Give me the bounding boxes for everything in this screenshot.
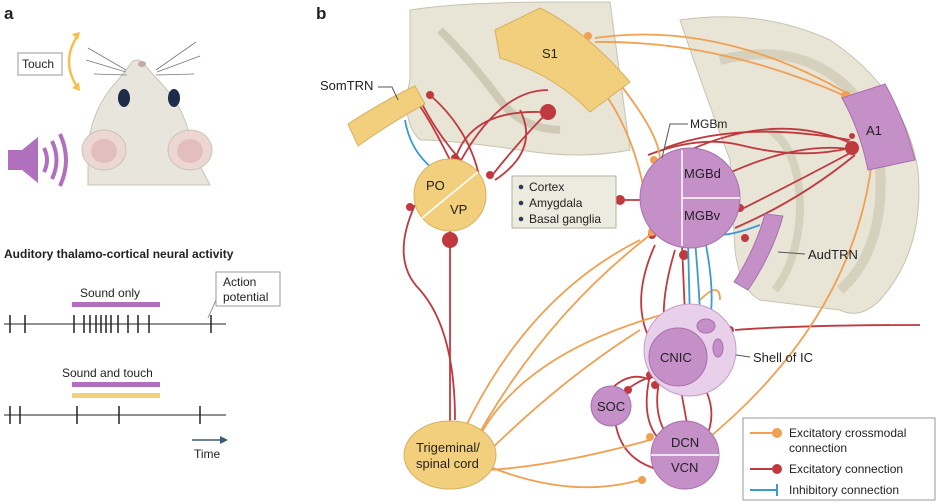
- left-brain-fold: [437, 27, 561, 134]
- sound-bar: [72, 382, 160, 387]
- trigeminal-line2: spinal cord: [416, 456, 479, 471]
- s1-label: S1: [542, 46, 558, 61]
- time-arrow-head: [220, 436, 228, 444]
- somtrn-pointer: [378, 86, 399, 101]
- po-vp-node: [413, 158, 487, 232]
- vp-label: VP: [450, 202, 467, 217]
- shell-ic-label: Shell of IC: [753, 350, 813, 365]
- legend-inhibitory-label: Inhibitory connection: [789, 483, 899, 497]
- mgbm-label: MGBm: [690, 117, 727, 131]
- audtrn-node: [733, 213, 784, 291]
- target-bullet-2: [518, 200, 524, 206]
- shell-ic-pointer: [735, 354, 751, 358]
- panel-a-label: a: [4, 4, 14, 23]
- mouse-head-illustration: [81, 41, 213, 186]
- legend-excitatory-dot: [772, 464, 782, 474]
- sound-only-bar: [72, 302, 160, 307]
- raster-sound-and-touch: [4, 406, 226, 424]
- ic-node: [643, 303, 737, 397]
- action-potential-line1: Action: [223, 275, 256, 289]
- sound-and-touch-label: Sound and touch: [62, 366, 153, 380]
- target-cortex: Cortex: [529, 180, 564, 194]
- po-label: PO: [426, 178, 445, 193]
- action-potential-box: [215, 271, 281, 307]
- a1-node: [841, 83, 916, 171]
- right-brain-fold-2: [767, 126, 805, 293]
- touch-label: Touch: [22, 57, 54, 71]
- mgbd-label: MGBd: [684, 166, 721, 181]
- legend-excitatory-label: Excitatory connection: [789, 462, 903, 476]
- mgb-node: [639, 147, 741, 249]
- audtrn-label: AudTRN: [808, 247, 858, 262]
- dcn-label: DCN: [671, 435, 699, 450]
- somtrn-label: SomTRN: [320, 78, 373, 93]
- touch-arrow-head-top: [72, 32, 80, 40]
- audtrn-pointer: [777, 251, 806, 255]
- right-brain-section: [679, 16, 920, 314]
- crossmodal-connections: [454, 33, 876, 489]
- cn-node: [650, 420, 720, 490]
- soc-label: SOC: [597, 399, 625, 414]
- trigeminal-node: [403, 420, 497, 490]
- vcn-label: VCN: [671, 460, 698, 475]
- target-bullet-3: [518, 216, 524, 222]
- targets-box: [511, 175, 617, 229]
- action-potential-line2: potential: [223, 290, 268, 304]
- target-basal-ganglia: Basal ganglia: [529, 212, 601, 226]
- touch-arrow: [67, 34, 80, 89]
- panel-b-label: b: [316, 4, 326, 23]
- a1-label: A1: [866, 123, 882, 138]
- s1-node: [494, 7, 631, 113]
- panel-a-title: Auditory thalamo-cortical neural activit…: [4, 247, 234, 261]
- target-bullet-1: [518, 184, 524, 190]
- time-label: Time: [194, 447, 221, 461]
- cnic-label: CNIC: [660, 350, 692, 365]
- mgbm-pointer: [661, 123, 688, 159]
- mgbv-label: MGBv: [684, 208, 721, 223]
- legend-crossmodal-line2: connection: [789, 441, 847, 455]
- touch-box: [17, 52, 63, 76]
- soc-node: [590, 385, 632, 427]
- raster-sound-only: [4, 315, 226, 333]
- action-potential-pointer: [207, 299, 217, 319]
- touch-arrow-head-bottom: [72, 82, 80, 91]
- sound-only-label: Sound only: [80, 286, 140, 300]
- trigeminal-line1: Trigeminal/: [416, 440, 480, 455]
- legend-crossmodal-line1: Excitatory crossmodal: [789, 426, 906, 440]
- speaker-icon: [8, 133, 68, 187]
- touch-bar: [72, 393, 160, 398]
- legend-crossmodal-dot: [772, 428, 782, 438]
- target-amygdala: Amygdala: [529, 196, 583, 210]
- somtrn-node: [347, 85, 426, 147]
